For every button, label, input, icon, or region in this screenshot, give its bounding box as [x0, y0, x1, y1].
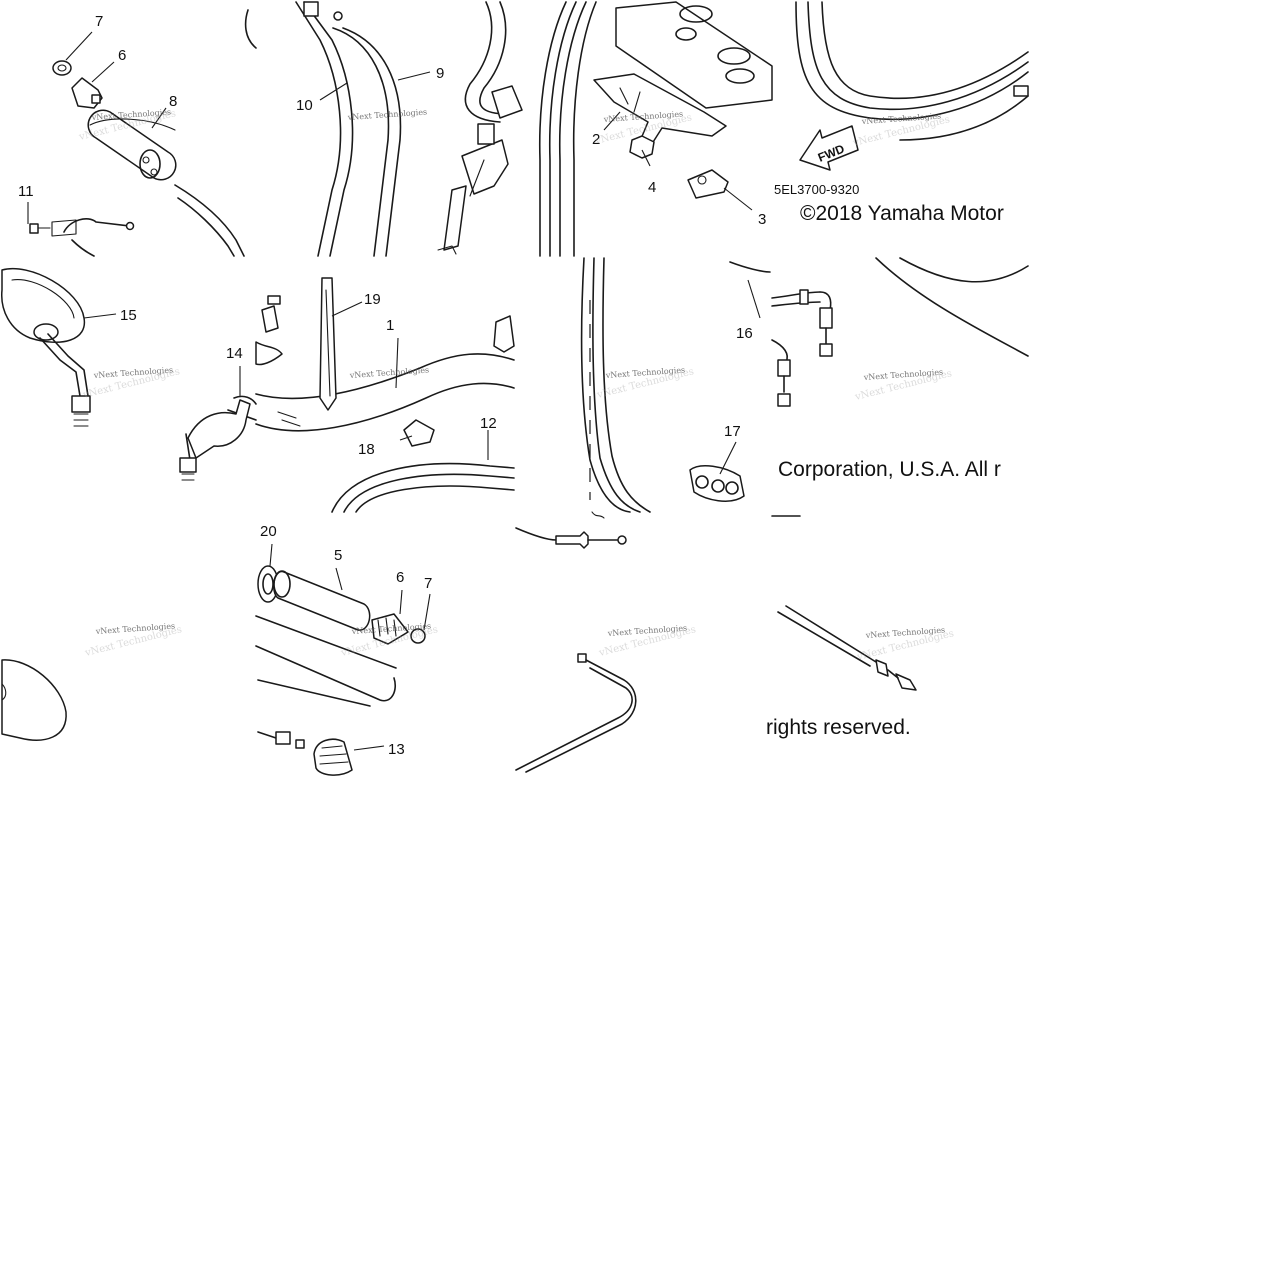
tile-handlebar-holder: [538, 1, 773, 257]
tile-fwd-copyright: FWD: [795, 1, 1029, 171]
cable-guide-part: [687, 169, 729, 199]
mirror-head-part: [1, 267, 86, 343]
tile-grip-set: [255, 543, 431, 776]
copyright-part-1: ©2018 Yamaha Motor: [800, 202, 1004, 225]
callout-6-bottom: 6: [396, 569, 404, 586]
tile-cable-ends: [771, 257, 1029, 407]
grip-part: [87, 109, 177, 181]
tile-mirror-stem: [179, 366, 251, 481]
tile-mirror-left: [1, 659, 67, 741]
callout-7-top: 7: [95, 13, 103, 30]
bracket-part: [593, 73, 727, 151]
handlebar-segment: [174, 184, 245, 257]
callout-14: 14: [226, 345, 243, 362]
tile-cable-end-lower: [771, 515, 917, 691]
callout-2: 2: [592, 131, 600, 148]
copyright-part-2: Corporation, U.S.A. All r: [778, 458, 1001, 481]
callout-1: 1: [386, 317, 394, 334]
diagram-code: 5EL3700-9320: [774, 182, 859, 197]
callout-5: 5: [334, 547, 342, 564]
callout-12: 12: [480, 415, 497, 432]
riser-part: [461, 139, 509, 195]
callout-7-bottom: 7: [424, 575, 432, 592]
callout-13: 13: [388, 741, 405, 758]
tile-throttle-cables: [244, 1, 523, 257]
washer-part: [52, 60, 72, 76]
callout-11: 11: [18, 183, 34, 200]
callout-4: 4: [648, 179, 656, 196]
callout-9: 9: [436, 65, 444, 82]
fwd-arrow: [799, 125, 859, 171]
tile-handlebar: [227, 277, 515, 513]
callout-3: 3: [758, 211, 766, 228]
copyright-part-3: rights reserved.: [766, 716, 911, 739]
tile-grip-end: [27, 31, 245, 257]
callout-8: 8: [169, 93, 177, 110]
callout-17: 17: [724, 423, 741, 440]
grip-left-part: [272, 570, 371, 631]
tile-mirror-right: [1, 267, 117, 427]
mirror-stem-part: [187, 399, 251, 459]
watermark: vNext Technologies: [347, 107, 428, 122]
callout-18: 18: [358, 441, 375, 458]
cable-holder-part: [689, 464, 745, 502]
grip-boot-part: [313, 738, 353, 776]
watermark: vNext Technologies: [349, 365, 430, 380]
tile-clutch-cable: [515, 511, 637, 773]
mirror-left-part: [1, 659, 67, 741]
callout-19: 19: [364, 291, 381, 308]
bar-clamp-part: [403, 419, 435, 447]
callout-6-top: 6: [118, 47, 126, 64]
callout-10: 10: [296, 97, 313, 114]
callout-20: 20: [260, 523, 277, 540]
callout-16: 16: [736, 325, 753, 342]
tile-cable-guide: [580, 257, 771, 513]
callout-15: 15: [120, 307, 137, 324]
